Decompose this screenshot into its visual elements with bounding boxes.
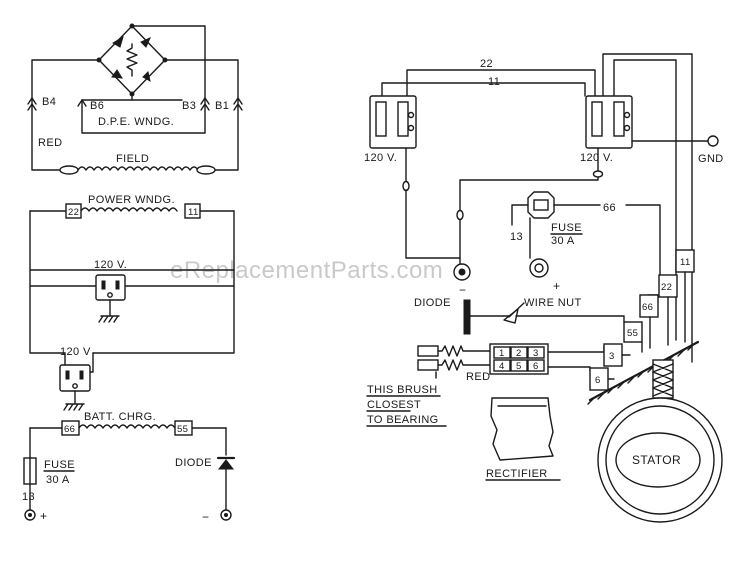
label-red: RED [38,137,62,149]
diode-body [463,299,471,335]
wire-22-label: 22 [480,58,493,70]
negative-label: − [459,283,466,297]
fuse-30a-schematic: FUSE 30 A 13 + [22,457,75,523]
tag-66-right [639,294,659,318]
label-b4: B4 [42,96,56,108]
tag-55-right [623,321,643,343]
label-b3: B3 [182,100,196,112]
label-red-right: RED [466,371,490,383]
label-b1: B1 [215,100,229,112]
tag-6-label: 6 [595,375,601,386]
outlet-left: 120 V. [364,95,417,164]
terminal-3: 3 [533,348,539,359]
brush-note-line1: THIS BRUSH [367,384,438,396]
terminal-2: 2 [516,348,522,359]
rectifier-label: RECTIFIER [486,468,548,480]
tag-66-right-label: 66 [642,302,653,313]
outlet-120v-b-label: 120 V [60,346,91,358]
tag-3-label: 3 [609,351,615,362]
tag-11-right-label: 11 [680,257,691,268]
outlet-120v-b: 120 V [59,346,94,411]
terminal-board: 1 2 3 4 5 6 [489,343,549,375]
fuse-label: FUSE [44,459,75,471]
outlet-right: 120 V. [580,95,633,164]
brush-note-line3: TO BEARING [367,414,439,426]
fuse-holder: FUSE 30 A 66 [511,191,661,296]
wire-nut-label: WIRE NUT [524,297,582,309]
wiring-layout: 22 11 120 V. 120 V. GND [364,53,724,523]
stator-label: STATOR [632,453,681,467]
tag-66-label: 66 [64,424,75,435]
field-coil [59,165,216,175]
tag-55-right-label: 55 [627,328,638,339]
label-power-winding: POWER WNDG. [88,194,175,206]
tag-22-label: 22 [68,207,79,218]
positive-label: + [553,279,560,293]
wire-13-label: 13 [510,231,523,243]
terminal-1: 1 [499,348,505,359]
tag-22-right-label: 22 [661,282,672,293]
stator: STATOR [597,397,723,523]
label-dpe-winding: D.P.E. WNDG. [98,116,174,128]
diode-label-right: DIODE [414,297,451,309]
rectifier: RECTIFIER [485,397,561,481]
terminal-4: 4 [499,361,505,372]
label-batt-charge: BATT. CHRG. [84,411,156,423]
brushes: RED THIS BRUSH CLOSEST TO BEARING [366,345,491,427]
terminal-5: 5 [516,361,522,372]
gnd-label: GND [698,153,724,165]
positive-terminal: + [40,509,47,523]
outlet-120v-a: 120 V. [94,259,127,323]
fuse-rating: 30 A [46,474,70,486]
schematic: B4 B6 B3 B1 D.P.E. WNDG. RED FIELD POWER… [22,23,243,524]
outlet-120v-a-label: 120 V. [94,259,127,271]
fuse-label-right: FUSE [551,222,582,234]
bridge-rectifier [96,23,168,97]
tag-11-label: 11 [188,207,199,218]
negative-terminal: − [202,510,209,524]
brush-note-line2: CLOSEST [367,399,421,411]
diode-label: DIODE [175,457,212,469]
gnd-terminal [707,135,719,147]
outlet-right-label: 120 V. [580,152,613,164]
wire-11-label: 11 [488,76,500,88]
outlet-left-label: 120 V. [364,152,397,164]
wire-66-label: 66 [603,202,616,214]
terminal-6: 6 [533,361,539,372]
fuse-rating-right: 30 A [551,235,575,247]
diode-schematic: DIODE − [175,456,236,524]
tag-55-label: 55 [177,424,188,435]
label-field: FIELD [116,153,149,165]
label-13: 13 [22,491,35,503]
label-b6: B6 [90,100,104,112]
